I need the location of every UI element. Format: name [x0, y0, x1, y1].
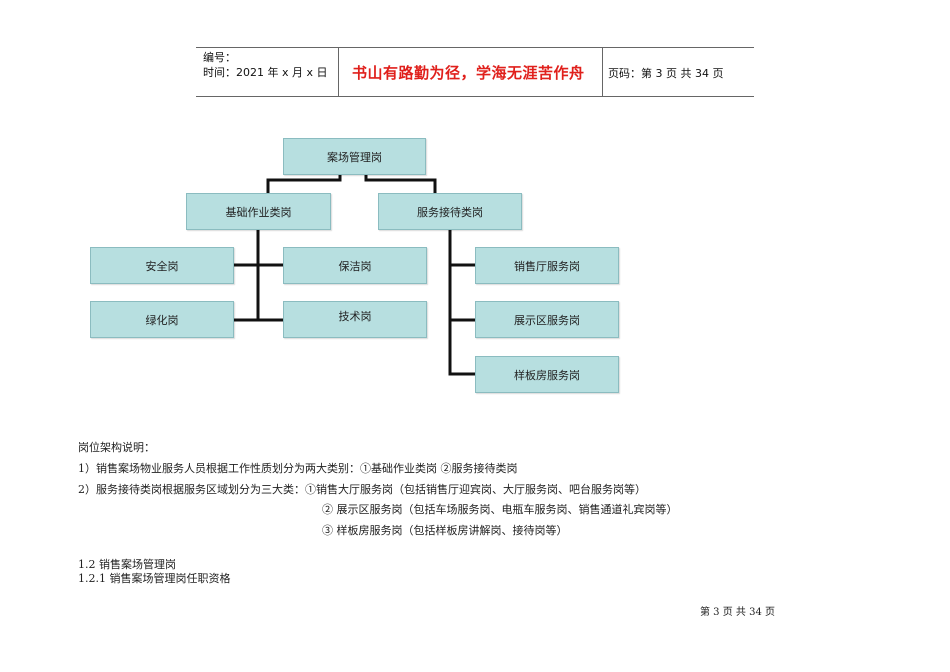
- explanation-line-3: ② 展示区服务岗（包括车场服务岗、电瓶车服务岗、销售通道礼宾岗等）: [322, 503, 678, 516]
- org-item-label: 绿化岗: [145, 313, 179, 327]
- org-item-label: 技术岗: [338, 310, 372, 323]
- header-bottom-rule: [196, 96, 754, 97]
- explanation-line-2: 2）服务接待类岗根据服务区域划分为三大类：①销售大厅服务岗（包括销售厅迎宾岗、大…: [78, 483, 646, 496]
- explanation-title: 岗位架构说明：: [78, 441, 155, 454]
- org-item-exhibition-box: 展示区服务岗: [475, 301, 619, 338]
- org-item-label: 销售厅服务岗: [514, 259, 580, 273]
- header-divider-right: [602, 47, 603, 97]
- org-branch-left-box: 基础作业类岗: [186, 193, 331, 230]
- section-subheading: 1.2.1 销售案场管理岗任职资格: [78, 572, 231, 585]
- header-number-label: 编号：: [203, 51, 236, 64]
- org-item-safety-box: 安全岗: [90, 247, 234, 284]
- header-divider-left: [338, 47, 339, 97]
- header-motto: 书山有路勤为径，学海无涯苦作舟: [352, 64, 585, 82]
- org-item-label: 展示区服务岗: [514, 313, 580, 327]
- org-item-greening-box: 绿化岗: [90, 301, 234, 338]
- org-item-cleaning-box: 保洁岗: [283, 247, 427, 284]
- org-branch-right-box: 服务接待类岗: [378, 193, 522, 230]
- section-heading: 1.2 销售案场管理岗: [78, 558, 176, 571]
- org-branch-left-label: 基础作业类岗: [225, 205, 292, 219]
- org-root-box: 案场管理岗: [283, 138, 426, 175]
- header-time-label: 时间：2021 年 x 月 x 日: [203, 66, 328, 79]
- org-item-label: 安全岗: [145, 259, 179, 273]
- header-page-code: 页码：第 3 页 共 34 页: [608, 67, 724, 80]
- org-item-label: 样板房服务岗: [514, 368, 580, 382]
- org-root-label: 案场管理岗: [327, 150, 382, 164]
- header-top-rule: [196, 47, 754, 48]
- org-item-showroom-box: 样板房服务岗: [475, 356, 619, 393]
- explanation-line-4: ③ 样板房服务岗（包括样板房讲解岗、接待岗等）: [322, 524, 568, 537]
- org-branch-right-label: 服务接待类岗: [417, 205, 483, 219]
- page-footer: 第 3 页 共 34 页: [700, 607, 775, 618]
- org-item-technical-box: 技术岗: [283, 301, 427, 338]
- org-item-sales-hall-box: 销售厅服务岗: [475, 247, 619, 284]
- org-item-label: 保洁岗: [338, 259, 372, 273]
- explanation-line-1: 1）销售案场物业服务人员根据工作性质划分为两大类别：①基础作业类岗 ②服务接待类…: [78, 462, 518, 475]
